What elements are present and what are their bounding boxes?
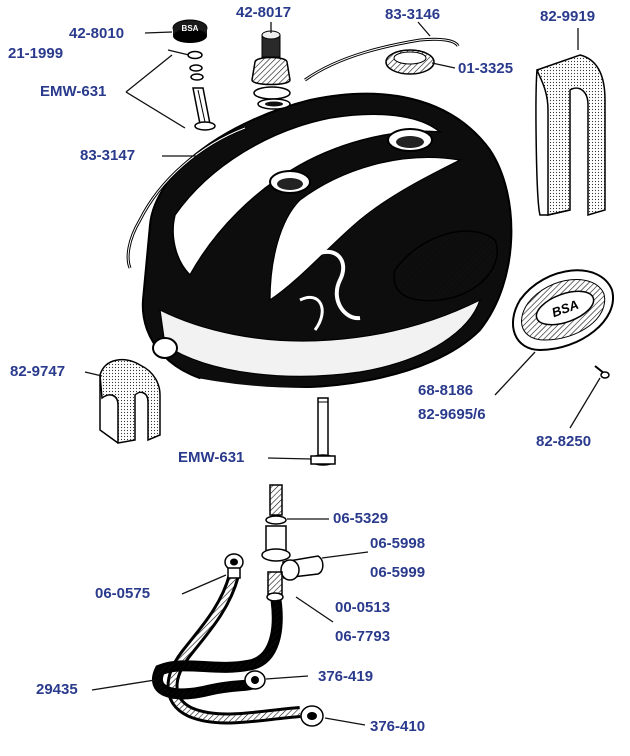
label-emw-631-bolt: EMW-631 [178,449,245,466]
breather-pipe-83-3146 [304,37,460,82]
label-68-8186: 68-8186 [418,382,474,399]
label-29435: 29435 [36,681,78,698]
label-376-419: 376-419 [318,668,374,685]
tube-emw-631 [192,87,216,131]
label-82-8250: 82-8250 [536,433,592,450]
fuel-tank [141,92,513,391]
label-06-0575: 06-0575 [95,585,151,602]
screw-82-8250 [594,365,610,379]
filler-cap-01-3325 [385,49,435,75]
leader-lines [84,21,601,726]
label-83-3147: 83-3147 [80,147,136,164]
rubber-block-82-9747 [99,358,161,444]
label-83-3146: 83-3146 [385,6,441,23]
label-06-5329: 06-5329 [333,510,389,527]
fuel-hoses-29435 [152,553,324,727]
tank-badge-68-8186: BSA [511,269,615,352]
label-00-0513: 00-0513 [335,599,391,616]
label-376-410: 376-410 [370,718,426,735]
rubber-block-82-9919 [535,54,606,217]
filler-neck-42-8017 [251,30,291,110]
fuel-tap-assembly [261,484,324,602]
label-06-7793: 06-7793 [335,628,391,645]
label-42-8010: 42-8010 [69,25,125,42]
label-emw-631-top: EMW-631 [40,83,107,100]
label-06-5999: 06-5999 [370,564,426,581]
filler-cap-42-8010: BSA [172,19,208,43]
bolt-emw-631 [310,397,336,466]
cap-logo-text: BSA [182,24,199,33]
label-82-9919: 82-9919 [540,8,596,25]
label-06-5998: 06-5998 [370,535,426,552]
label-42-8017: 42-8017 [236,4,292,21]
label-01-3325: 01-3325 [458,60,514,77]
label-82-9695-6: 82-9695/6 [418,406,486,423]
label-82-9747: 82-9747 [10,363,66,380]
label-21-1999: 21-1999 [8,45,64,62]
